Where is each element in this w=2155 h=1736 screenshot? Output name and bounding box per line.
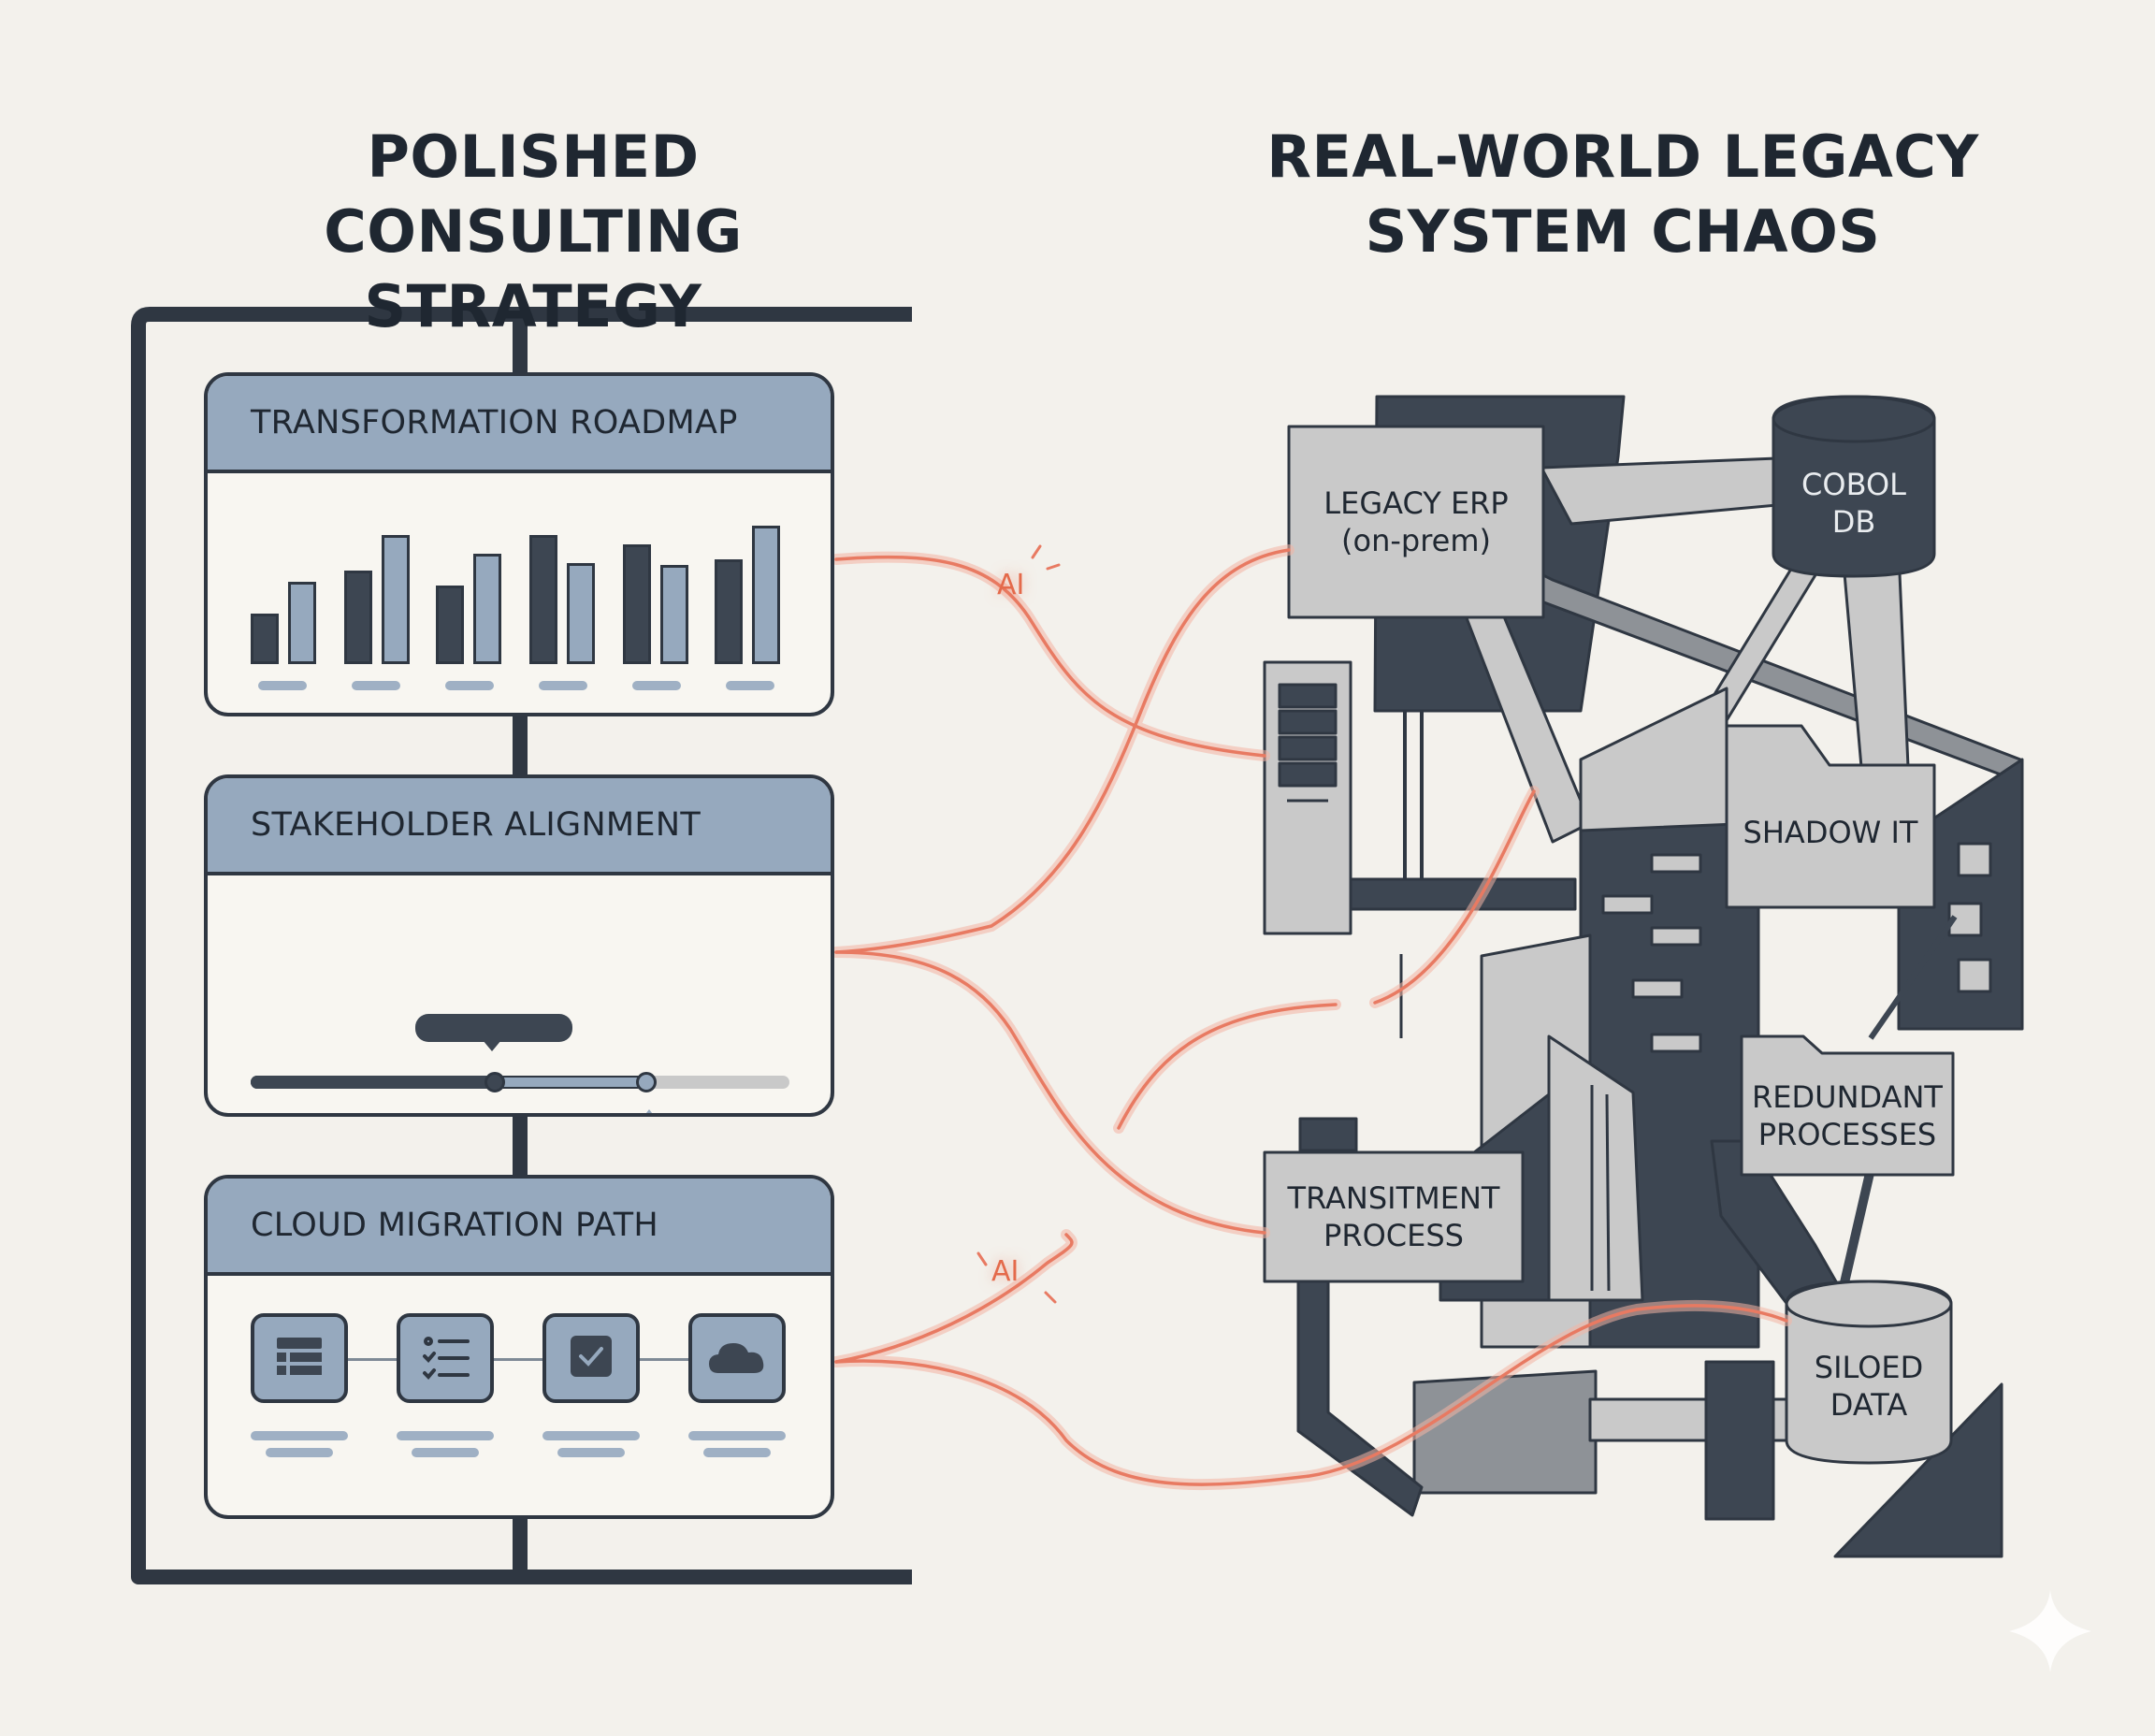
tower-slot-4 (1631, 978, 1684, 999)
roadmap-bar (288, 582, 316, 664)
panel-square-3 (1957, 958, 1992, 993)
step-caption (703, 1448, 771, 1457)
checklist-icon (397, 1313, 494, 1403)
ai-tag-top: AI (997, 569, 1025, 601)
tower-slot-1 (1650, 853, 1702, 874)
grooved-column (1547, 1034, 1644, 1302)
slider-handle-light[interactable] (636, 1072, 657, 1092)
roadmap-bar (382, 535, 410, 664)
transitment-box (1263, 1150, 1525, 1283)
card-title: STAKEHOLDER ALIGNMENT (208, 778, 831, 875)
left-heading-line-1: POLISHED CONSULTING (324, 123, 743, 266)
roadmap-tick (632, 681, 681, 690)
roadmap-bar (251, 614, 279, 664)
step-caption (251, 1431, 348, 1440)
stakeholder-alignment-card: STAKEHOLDER ALIGNMENT (204, 774, 834, 1117)
siloed-line-2: DATA (1830, 1387, 1908, 1423)
tooltip-light-pointer (640, 1109, 658, 1113)
cobol-db-label: COBOL DB (1773, 447, 1934, 559)
tower-slot-2 (1601, 894, 1654, 915)
server-stack-icon (251, 1313, 348, 1403)
step-connector (640, 1358, 696, 1361)
roadmap-bar (660, 565, 688, 664)
redundant-line-2: PROCESSES (1757, 1117, 1937, 1152)
roadmap-tick (258, 681, 307, 690)
slider-handle-dark[interactable] (485, 1072, 505, 1092)
transitment-line-2: PROCESS (1323, 1218, 1464, 1253)
roadmap-bar (473, 554, 501, 664)
ai-connectors (831, 544, 1792, 1491)
cobol-db-line-1: COBOL (1801, 467, 1906, 502)
step-connector (348, 1358, 404, 1361)
right-heading: REAL-WORLD LEGACY SYSTEM CHAOS (1244, 120, 2002, 269)
redundant-processes-label: REDUNDANT PROCESSES (1742, 1057, 1953, 1175)
roadmap-bar (436, 586, 464, 664)
tower-slot-5 (1650, 1033, 1702, 1053)
beam-erp-cobol (1540, 456, 1779, 526)
step-caption (542, 1431, 640, 1440)
roadmap-tick (352, 681, 400, 690)
roadmap-bar-chart (208, 473, 831, 713)
legacy-erp-box (1287, 425, 1545, 619)
transitment-line-1: TRANSITMENT (1287, 1180, 1500, 1216)
beam-cobol-down (1841, 550, 1910, 769)
step-caption (688, 1431, 786, 1440)
roadmap-bar (529, 535, 557, 664)
roadmap-tick (726, 681, 774, 690)
dark-triangle (1833, 1382, 2003, 1558)
gray-wedge (1412, 1369, 1598, 1495)
cobol-db-line-2: DB (1831, 504, 1876, 540)
step-caption (412, 1448, 479, 1457)
alignment-slider (208, 875, 831, 1113)
card-title: TRANSFORMATION ROADMAP (208, 376, 831, 473)
tooltip-dark-pointer (483, 1040, 501, 1051)
step-caption (397, 1431, 494, 1440)
transitment-process-label: TRANSITMENT PROCESS (1265, 1152, 1523, 1281)
light-sheet (1579, 687, 1728, 844)
ai-tag-bottom: AI (991, 1255, 1020, 1288)
step-caption (557, 1448, 625, 1457)
roadmap-bar (623, 544, 651, 664)
siloed-line-1: SILOED (1814, 1350, 1924, 1385)
panel-square-1 (1957, 842, 1992, 877)
strategy-frame (131, 307, 912, 1584)
roadmap-bar (715, 559, 743, 664)
step-caption (266, 1448, 333, 1457)
roadmap-tick (445, 681, 494, 690)
legacy-erp-line-1: LEGACY ERP (1323, 485, 1509, 521)
right-heading-line-2: SYSTEM CHAOS (1365, 197, 1881, 266)
migration-steps (208, 1276, 831, 1515)
redundant-box (1740, 1034, 1955, 1177)
roadmap-bar (567, 563, 595, 664)
tower-slot-3 (1650, 926, 1702, 947)
roadmap-bar (752, 526, 780, 664)
card-title: CLOUD MIGRATION PATH (208, 1179, 831, 1276)
legacy-erp-label: LEGACY ERP (on-prem) (1289, 427, 1543, 617)
transformation-roadmap-card: TRANSFORMATION ROADMAP (204, 372, 834, 716)
shadow-it-box (1725, 724, 1936, 909)
slider-fill (251, 1076, 496, 1089)
cloud-icon (688, 1313, 786, 1403)
roadmap-bar (344, 571, 372, 664)
dark-post (1704, 1360, 1775, 1521)
siloed-data-label: SILOED DATA (1786, 1328, 1951, 1444)
left-heading: POLISHED CONSULTING STRATEGY (150, 120, 917, 344)
left-heading-line-2: STRATEGY (364, 272, 702, 340)
tooltip-dark (415, 1014, 572, 1042)
shadow-it-line-1: SHADOW IT (1743, 815, 1918, 850)
cloud-migration-card: CLOUD MIGRATION PATH (204, 1175, 834, 1519)
transitment-cap (1298, 1117, 1358, 1152)
legacy-chaos-diagram (1263, 395, 2024, 1558)
roadmap-tick (539, 681, 587, 690)
redundant-line-1: REDUNDANT (1752, 1079, 1943, 1115)
legacy-erp-line-2: (on-prem) (1341, 523, 1491, 558)
checkbox-icon (542, 1313, 640, 1403)
sparkle-icon (2009, 1590, 2091, 1672)
shadow-it-label: SHADOW IT (1727, 795, 1934, 870)
step-connector (494, 1358, 550, 1361)
dark-strip (1349, 877, 1577, 911)
right-heading-line-1: REAL-WORLD LEGACY (1266, 123, 1979, 191)
